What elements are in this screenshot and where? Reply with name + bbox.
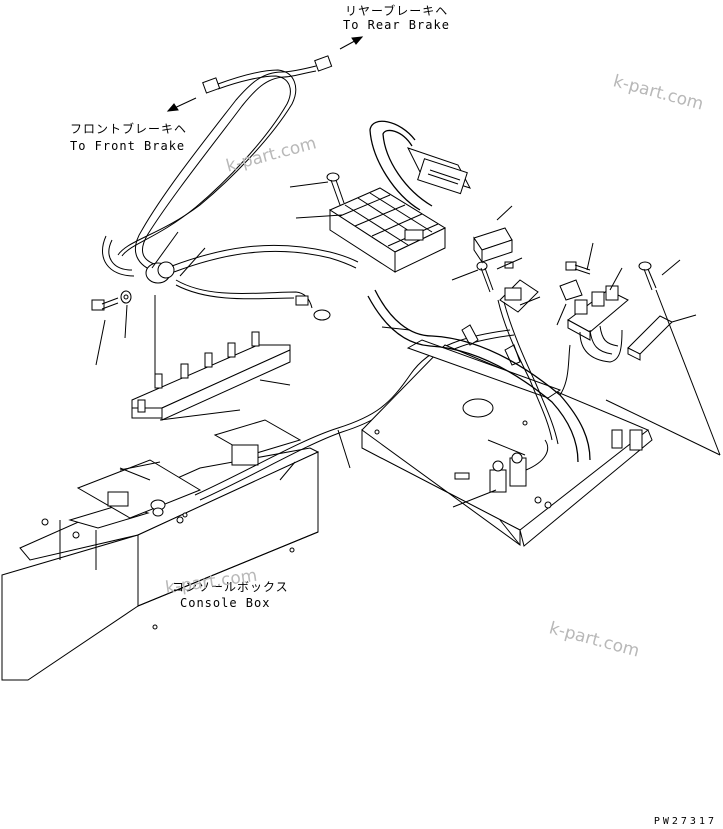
floor-plate [361,324,653,547]
bolt-top-left [326,172,345,206]
relay-cover [473,227,513,264]
cab-frame-tube [367,120,591,463]
switch-block [567,285,629,363]
console-box-label-en: Console Box [180,596,271,610]
small-relays [499,261,583,313]
console-box [1,419,320,681]
small-bolt [565,261,591,275]
leader-lines [95,181,721,508]
fuse-box [328,187,447,273]
drawing-code: PW27317 [653,816,717,827]
bolt-right [638,261,657,291]
rear-brake-label-en: To Rear Brake [343,18,450,32]
front-brake-arrow [166,97,197,112]
top-connector [407,147,472,195]
lower-harness [497,299,571,445]
brake-cable-harness [102,55,359,321]
console-box-label-jp: コンソールボックス [172,580,289,594]
terminal-bracket [131,331,291,421]
slim-bracket [627,315,673,361]
left-bolt [91,290,132,311]
rear-brake-label-jp: リヤーブレーキヘ [345,4,449,18]
front-brake-label-en: To Front Brake [70,139,186,153]
rear-brake-arrow [339,36,364,50]
bolt-mid [476,261,494,293]
front-brake-label-jp: フロントブレーキヘ [70,122,188,136]
